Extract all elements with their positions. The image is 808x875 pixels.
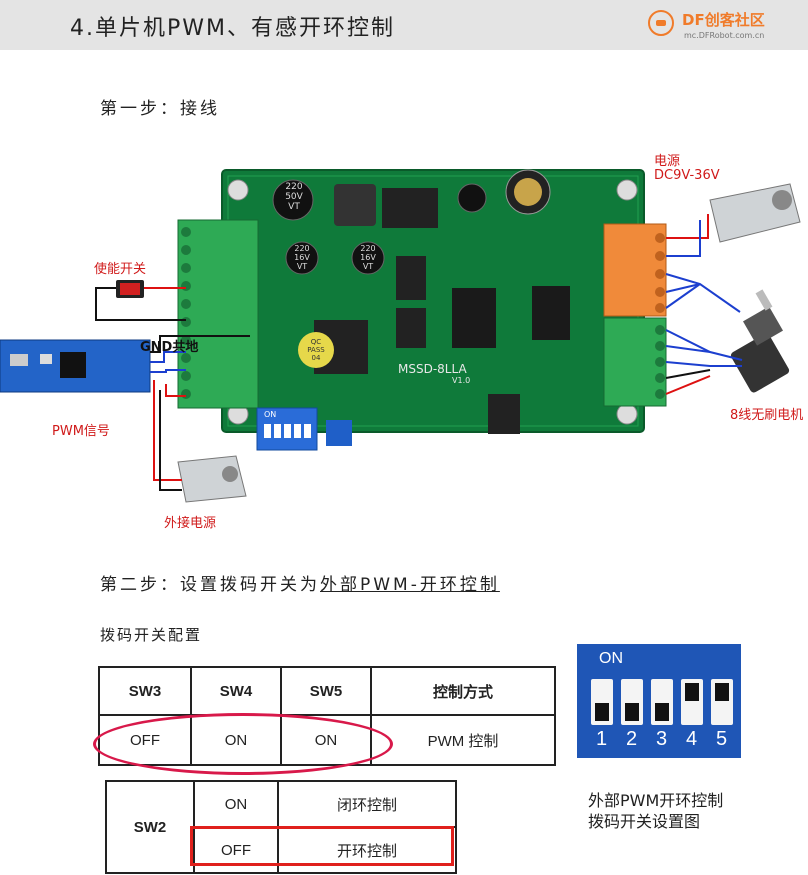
dip-number: 4 — [686, 728, 698, 750]
mount-hole — [616, 179, 638, 201]
brand-name: DF创客社区 — [682, 11, 765, 29]
caption-line2: 拨码开关设置图 — [588, 812, 701, 831]
board-model: MSSD-8LLA — [398, 362, 467, 376]
highlight-ellipse — [93, 713, 393, 775]
voltage-33-label: 3.3V — [396, 434, 415, 443]
sw2-label: SW2 — [105, 780, 195, 874]
dip-number: 3 — [656, 728, 668, 750]
external-power-icon — [177, 455, 247, 503]
dip-switch-3 — [651, 679, 673, 725]
dip-switch-2 — [621, 679, 643, 725]
gnd-label: GND共地 — [140, 340, 199, 355]
table-row: SW2 ON 闭环控制 — [105, 780, 457, 874]
caption-line1: 外部PWM开环控制 — [588, 791, 724, 810]
board-dip-on: ON — [264, 410, 277, 419]
step2-prefix: 第二步：设置拨码开关为 — [100, 575, 320, 595]
power-voltage-label: DC9V-36V — [654, 168, 720, 183]
power-supply-icon — [709, 183, 801, 243]
mount-hole — [616, 403, 638, 425]
control-mode-value: PWM 控制 — [370, 714, 556, 766]
dip-caption: 外部PWM开环控制 拨码开关设置图 — [588, 790, 723, 832]
brand-url: mc.DFRobot.com.cn — [684, 31, 765, 40]
sw2-on-mode: 闭环控制 — [277, 780, 457, 828]
dfrobot-logo: DF创客社区 mc.DFRobot.com.cn — [648, 6, 788, 46]
power-terminal-block — [603, 223, 667, 317]
config-title: 拨码开关配置 — [100, 626, 203, 644]
header-control-mode: 控制方式 — [370, 666, 556, 716]
section-header: 4.单片机PWM、有感开环控制 DF创客社区 mc.DFRobot.com.cn — [0, 0, 808, 50]
cap3-marking: 220 16V VT — [360, 244, 376, 271]
wiring-diagram: 电源 DC9V-36V 使能开关 GND共地 PWM信号 外接电源 8线无刷电机… — [0, 140, 808, 540]
dip-number: 5 — [716, 728, 728, 750]
dip-switch-photo: ON 1 2 3 4 5 — [577, 644, 741, 758]
motor-icon — [730, 289, 790, 393]
dip-switch-4 — [681, 679, 703, 725]
section-title: 4.单片机PWM、有感开环控制 — [70, 16, 395, 41]
dip-switch-1 — [591, 679, 613, 725]
robot-icon — [648, 10, 674, 36]
step2-heading: 第二步：设置拨码开关为外部PWM-开环控制 — [100, 570, 500, 595]
board-version: V1.0 — [452, 376, 471, 385]
wiring-svg — [0, 169, 801, 503]
dip-number: 2 — [626, 728, 638, 750]
cap1-marking: 220 50V VT — [285, 182, 303, 212]
header-sw3: SW3 — [98, 666, 192, 716]
table-header-row: SW3 SW4 SW5 控制方式 — [98, 666, 556, 716]
dip-switch-5 — [711, 679, 733, 725]
sw2-table: SW2 ON 闭环控制 OFF 开环控制 — [105, 780, 457, 874]
enable-switch-label: 使能开关 — [94, 262, 147, 277]
motor-label: 8线无刷电机 — [730, 408, 804, 423]
step2-mode: 外部PWM-开环控制 — [320, 575, 500, 595]
dip-on-label: ON — [599, 650, 623, 667]
pwm-signal-label: PWM信号 — [52, 424, 110, 439]
step1-heading: 第一步：接线 — [100, 99, 220, 119]
power-label: 电源 — [654, 154, 681, 169]
mount-hole — [227, 179, 249, 201]
dip-number: 1 — [596, 728, 608, 750]
qc-sticker: QC PASS 04 — [307, 338, 325, 362]
highlight-box — [190, 826, 454, 866]
header-sw5: SW5 — [280, 666, 372, 716]
cap2-marking: 220 16V VT — [294, 244, 310, 271]
left-terminal-block — [177, 219, 259, 409]
sw2-on-value: ON — [193, 780, 279, 828]
header-sw4: SW4 — [190, 666, 282, 716]
external-power-label: 外接电源 — [164, 516, 217, 531]
